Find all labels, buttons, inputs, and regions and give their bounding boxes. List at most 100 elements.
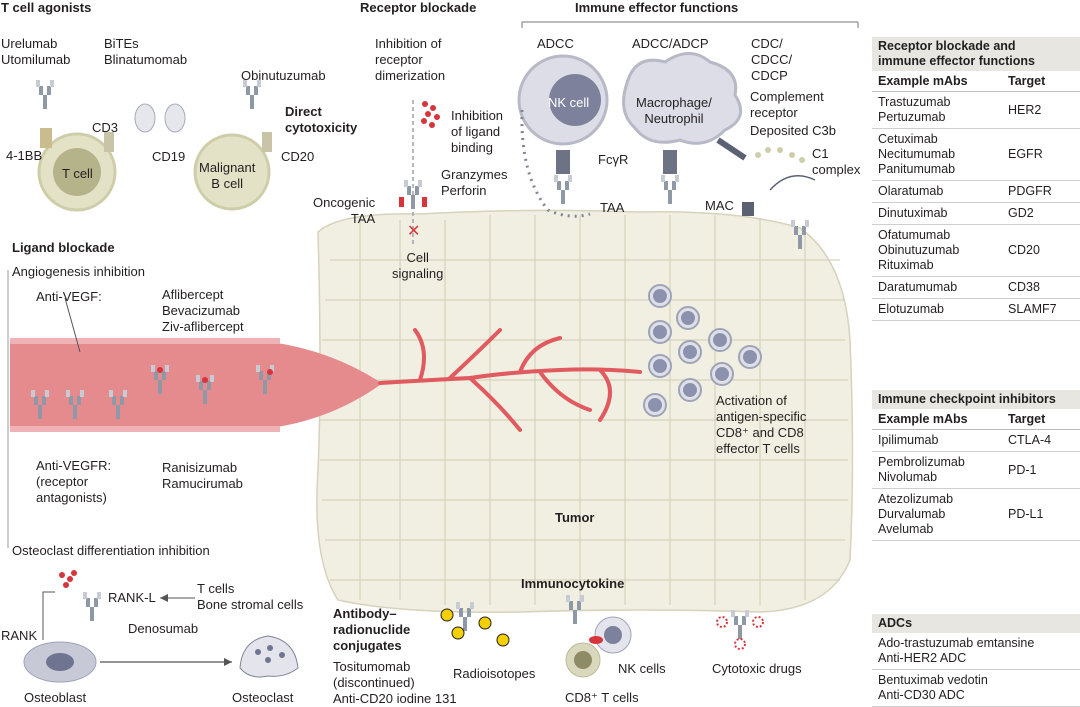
target-name: EGFR: [1008, 147, 1043, 161]
label-cd19: CD19: [152, 149, 186, 164]
table1-row: Elotuzumab SLAMF7: [872, 299, 1080, 321]
table3-title: ADCs: [872, 614, 1080, 633]
mab-name: Ipilimumab: [878, 433, 939, 447]
label-anti-vegfr: Anti-VEGFR: (receptor antagonists): [36, 458, 112, 505]
table2-col2: Target: [1008, 412, 1046, 426]
label-cd8-t-cells: CD8⁺ T cells: [565, 690, 639, 705]
mab-name: Atezolizumab Durvalumab Avelumab: [878, 492, 954, 536]
label-cd3: CD3: [92, 120, 119, 135]
table2-title: Immune checkpoint inhibitors: [872, 390, 1080, 409]
target-name: CD38: [1008, 280, 1040, 294]
target-name: PD-L1: [1008, 507, 1044, 521]
label-cdc: CDC/ CDCC/ CDCP: [751, 36, 793, 83]
blood-vessel: [10, 328, 642, 432]
label-cd20: CD20: [281, 149, 315, 164]
table1-row: Trastuzumab Pertuzumab HER2: [872, 92, 1080, 129]
target-name: PDGFR: [1008, 184, 1052, 198]
mab-name: Dinutuximab: [878, 206, 948, 220]
label-radioisotopes: Radioisotopes: [453, 666, 536, 681]
label-mac: MAC: [705, 198, 734, 213]
label-rank-l: RANK-L: [108, 590, 156, 605]
label-inhibition-dimerization: Inhibition of receptor dimerization: [375, 36, 446, 83]
target-name: GD2: [1008, 206, 1034, 220]
label-taa: TAA: [600, 200, 625, 215]
adc-row: Ado-trastuzumab emtansine Anti-HER2 ADC: [872, 633, 1080, 670]
label-t-cell: T cell: [62, 166, 93, 181]
label-c1-complex: C1 complex: [812, 146, 861, 177]
target-name: CTLA-4: [1008, 433, 1052, 447]
table2-col1: Example mAbs: [878, 412, 968, 426]
label-fcgr: FcγR: [598, 152, 629, 167]
label-angiogenesis: Angiogenesis inhibition: [12, 264, 145, 279]
label-nk-cells: NK cells: [618, 661, 666, 676]
mab-name: Ofatumumab Obinutuzumab Rituximab: [878, 228, 960, 272]
section-receptor-blockade: Receptor blockade: [360, 0, 477, 15]
table1-row: Dinutuximab GD2: [872, 203, 1080, 225]
table2-row: Ipilimumab CTLA-4: [872, 430, 1080, 452]
label-nk-cell: NK cell: [548, 95, 590, 110]
table2-header: Example mAbs Target: [872, 409, 1080, 430]
table2-row: Pembrolizumab Nivolumab PD-1: [872, 452, 1080, 489]
b-cell-shape: [193, 133, 271, 211]
table-receptor-effector: Receptor blockade and immune effector fu…: [872, 37, 1080, 321]
label-activation: Activation of antigen-specific CD8⁺ and …: [716, 393, 807, 456]
table-checkpoint: Immune checkpoint inhibitors Example mAb…: [872, 390, 1080, 541]
mab-name: Trastuzumab Pertuzumab: [878, 95, 951, 124]
table1-col2: Target: [1008, 74, 1046, 88]
label-direct-cytotoxicity: Direct cytotoxicity: [285, 104, 358, 135]
label-deposited-c3b: Deposited C3b: [750, 123, 836, 138]
label-tositumomab: Tositumomab (discontinued) Anti-CD20 iod…: [333, 659, 457, 706]
mab-name: Olaratumab: [878, 184, 944, 198]
section-immunocytokine: Immunocytokine: [521, 576, 625, 591]
label-cytotoxic-drugs: Cytotoxic drugs: [712, 661, 802, 676]
label-inhibition-ligand: Inhibition of ligand binding: [451, 108, 504, 155]
table1-title: Receptor blockade and immune effector fu…: [872, 37, 1080, 71]
label-t-cells-bone: T cells Bone stromal cells: [197, 581, 304, 612]
target-name: PD-1: [1008, 462, 1037, 477]
label-adcc: ADCC: [537, 36, 574, 51]
label-adcc-adcp: ADCC/ADCP: [632, 36, 709, 51]
section-arc: Antibody– radionuclide conjugates: [333, 606, 411, 653]
target-name: SLAMF7: [1008, 302, 1057, 316]
mab-name: Pembrolizumab Nivolumab: [878, 455, 965, 484]
label-denosumab: Denosumab: [128, 621, 199, 636]
table2-row: Atezolizumab Durvalumab Avelumab PD-L1: [872, 489, 1080, 541]
table-adcs: ADCs Ado-trastuzumab emtansine Anti-HER2…: [872, 614, 1080, 707]
adc-row: Bentuximab vedotin Anti-CD30 ADC: [872, 670, 1080, 707]
table1-row: Cetuximab Necitumumab Panitumumab EGFR: [872, 129, 1080, 181]
label-tumor: Tumor: [555, 510, 595, 525]
label-osteoclast: Osteoclast: [232, 690, 294, 705]
table1-col1: Example mAbs: [878, 74, 968, 88]
label-urelumab: Urelumab Utomilumab: [1, 36, 71, 67]
label-osteoblast: Osteoblast: [24, 690, 87, 705]
table1-row: Daratumumab CD38: [872, 277, 1080, 299]
label-complement-receptor: Complement receptor: [750, 89, 824, 120]
mab-name: Elotuzumab: [878, 302, 945, 316]
label-oncogenic-taa: Oncogenic TAA: [313, 195, 376, 226]
label-4-1bb: 4-1BB: [6, 148, 43, 163]
table1-row: Olaratumab PDGFR: [872, 181, 1080, 203]
label-malignant-b-cell: Malignant B cell: [199, 160, 256, 191]
label-vegfr-drugs: Ranisizumab Ramucirumab: [162, 460, 243, 491]
mab-name: Daratumumab: [878, 280, 958, 294]
mab-name: Cetuximab Necitumumab Panitumumab: [878, 132, 956, 176]
tumor-mass: [316, 209, 854, 613]
section-ligand-blockade: Ligand blockade: [12, 240, 115, 255]
label-obinutuzumab: Obinutuzumab: [241, 68, 326, 83]
label-cell-signaling: Cell signaling: [392, 250, 444, 281]
table1-header: Example mAbs Target: [872, 71, 1080, 92]
svg-text:✕: ✕: [407, 223, 420, 240]
label-macrophage: Macrophage/ Neutrophil: [636, 95, 712, 126]
target-name: CD20: [1008, 243, 1040, 257]
section-immune-effector: Immune effector functions: [575, 0, 739, 15]
label-anti-vegf: Anti-VEGF:: [36, 289, 102, 304]
label-rank: RANK: [1, 628, 38, 643]
label-osteoclast-inhibition: Osteoclast differentiation inhibition: [12, 543, 210, 558]
label-granzymes: Granzymes Perforin: [441, 167, 508, 198]
target-name: HER2: [1008, 102, 1042, 117]
macrophage-shape: [622, 52, 743, 145]
label-vegf-drugs: Aflibercept Bevacizumab Ziv-aflibercept: [162, 287, 244, 334]
label-bites: BiTEs Blinatumomab: [104, 36, 188, 67]
section-t-cell-agonists: T cell agonists: [1, 0, 92, 15]
